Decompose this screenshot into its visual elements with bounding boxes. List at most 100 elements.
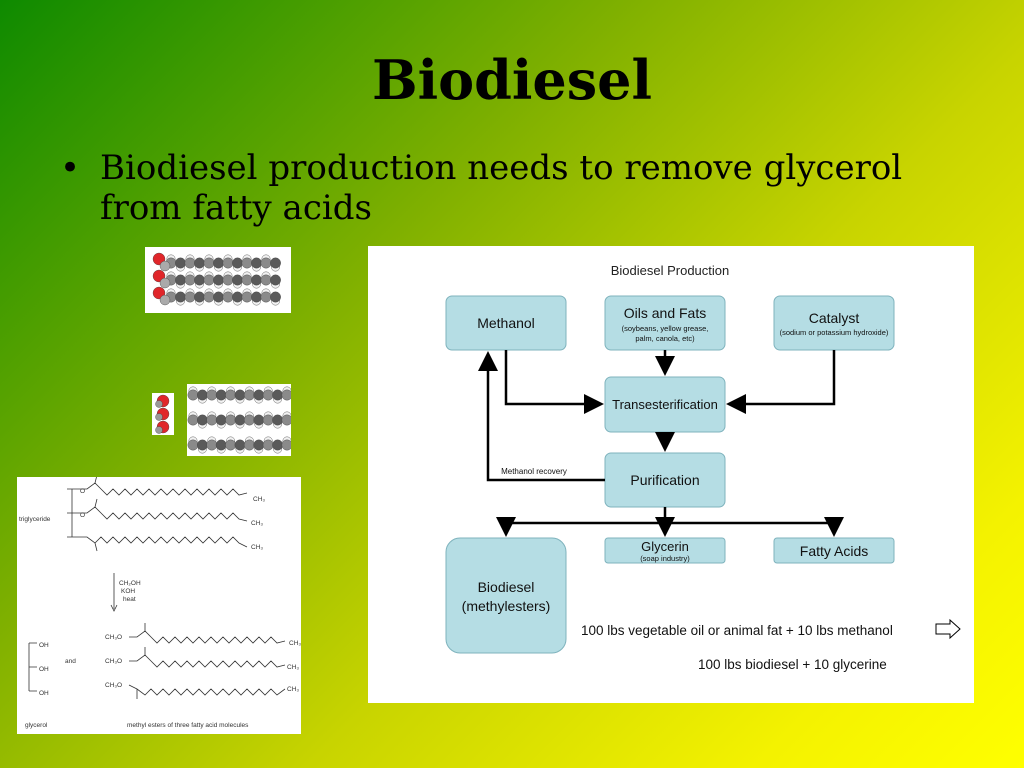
methyl-esters-label: methyl esters of three fatty acid molecu…	[127, 722, 249, 729]
carbon-atom	[159, 260, 171, 272]
biodiesel-label-1: Biodiesel	[478, 579, 535, 595]
carbon-atom	[234, 389, 246, 401]
carbon-atom	[175, 274, 186, 286]
carbon-atom	[206, 414, 218, 426]
carbon-atom	[194, 291, 205, 303]
ch3-label-3: CH₃	[251, 544, 263, 551]
methanol-recovery-arrow	[478, 351, 605, 482]
carbon-atom	[203, 274, 215, 286]
carbon-atom	[244, 414, 255, 426]
fatty-acid-chains-svg	[187, 386, 293, 454]
carbon-atom	[184, 257, 196, 269]
carbon-atom	[260, 274, 272, 286]
carbon-atom	[232, 257, 243, 269]
carbon-atom	[225, 389, 236, 401]
carbon-atom	[194, 274, 205, 286]
glycerol-oh-2: OH	[39, 666, 49, 673]
carbon-atom	[232, 291, 243, 303]
slide-title: Biodiesel	[371, 48, 653, 112]
carbon-atom	[241, 291, 253, 303]
carbon-atom	[244, 439, 255, 451]
catalyst-arrow	[726, 350, 836, 414]
equation-left: 100 lbs vegetable oil or animal fat + 10…	[581, 623, 893, 638]
triglyceride-model-image	[145, 247, 291, 313]
carbon-atom	[262, 439, 274, 451]
ch3-label-1: CH₃	[253, 496, 265, 503]
oils-title: Oils and Fats	[624, 305, 706, 321]
purification-label: Purification	[630, 472, 699, 488]
carbon-atom	[253, 414, 265, 426]
carbon-atom	[251, 274, 262, 286]
split-line	[506, 507, 834, 525]
carbon-atom	[213, 291, 224, 303]
carbon-atom	[244, 389, 255, 401]
carbon-atom	[260, 257, 272, 269]
methoxy-label-2: CH₃O	[105, 658, 122, 665]
carbon-atom	[270, 274, 281, 286]
catalyst-sub: (sodium or potassium hydroxide)	[780, 328, 889, 337]
carbon-atom	[262, 389, 274, 401]
carbon-atom	[260, 291, 272, 303]
carbon-atom	[203, 291, 215, 303]
biodiesel-production-flowchart: Biodiesel Production Methanol	[368, 246, 974, 703]
carbon-atom	[251, 257, 262, 269]
ester-o-1: O	[80, 488, 85, 495]
carbon-atom	[206, 439, 218, 451]
flowchart-title: Biodiesel Production	[611, 263, 730, 278]
carbon-atom	[206, 389, 218, 401]
carbon-atom	[215, 389, 227, 401]
glycerol-label: glycerol	[25, 722, 48, 729]
carbon-atom	[194, 257, 205, 269]
carbon-atom	[155, 426, 163, 434]
glycerol-model-image	[152, 393, 174, 435]
carbon-atom	[184, 291, 196, 303]
flowchart-svg: Biodiesel Production Methanol	[445, 263, 961, 672]
carbon-atom	[213, 257, 224, 269]
carbon-atom	[272, 414, 284, 426]
carbon-atom	[232, 274, 243, 286]
glycerol-oh-1: OH	[39, 642, 49, 649]
reaction-diagram: triglyceride CH₃ CH₃ CH₃ O O CH₂OH KOH h…	[17, 474, 301, 734]
carbon-atom	[272, 389, 284, 401]
carbon-atom	[196, 389, 208, 401]
carbon-atom	[159, 277, 171, 289]
reaction-svg: triglyceride CH₃ CH₃ CH₃ O O CH₂OH KOH h…	[19, 474, 301, 729]
carbon-atom	[203, 257, 215, 269]
carbon-atom	[272, 439, 284, 451]
carbon-atom	[281, 439, 293, 451]
and-label: and	[65, 658, 76, 665]
ester-ch3-label-2: CH₃	[287, 664, 299, 671]
carbon-atom	[155, 413, 163, 421]
carbon-atom	[213, 274, 224, 286]
methanol-label: Methanol	[477, 315, 535, 331]
carbon-atom	[175, 257, 186, 269]
reagent-3: heat	[123, 596, 136, 603]
carbon-atom	[222, 291, 234, 303]
methanol-recovery-label: Methanol recovery	[501, 467, 567, 476]
carbon-atom	[155, 400, 163, 408]
bullet-text: Biodiesel production needs to remove gly…	[100, 148, 903, 228]
right-arrow-icon	[935, 618, 961, 640]
fatty-acids-label: Fatty Acids	[800, 543, 868, 559]
triglyceride-label: triglyceride	[19, 516, 51, 523]
carbon-atom	[215, 414, 227, 426]
catalyst-title: Catalyst	[809, 310, 860, 326]
carbon-atom	[270, 257, 281, 269]
carbon-atom	[251, 291, 262, 303]
carbon-atom	[215, 439, 227, 451]
biodiesel-box	[445, 537, 567, 654]
carbon-atom	[225, 414, 236, 426]
ch3-label-2: CH₃	[251, 520, 263, 527]
triglyceride-model-svg	[152, 252, 281, 306]
fatty-acids-box	[773, 537, 895, 564]
carbon-atom	[222, 274, 234, 286]
carbon-atom	[184, 274, 196, 286]
carbon-atom	[262, 414, 274, 426]
glycerol-oh-3: OH	[39, 690, 49, 697]
reagent-1: CH₂OH	[119, 580, 141, 587]
oils-sub-1: (soybeans, yellow grease,	[622, 324, 709, 333]
equation-right: 100 lbs biodiesel + 10 glycerine	[698, 657, 887, 672]
bullet-point: • Biodiesel production needs to remove g…	[60, 148, 930, 228]
carbon-atom	[241, 274, 253, 286]
carbon-atom	[253, 389, 265, 401]
